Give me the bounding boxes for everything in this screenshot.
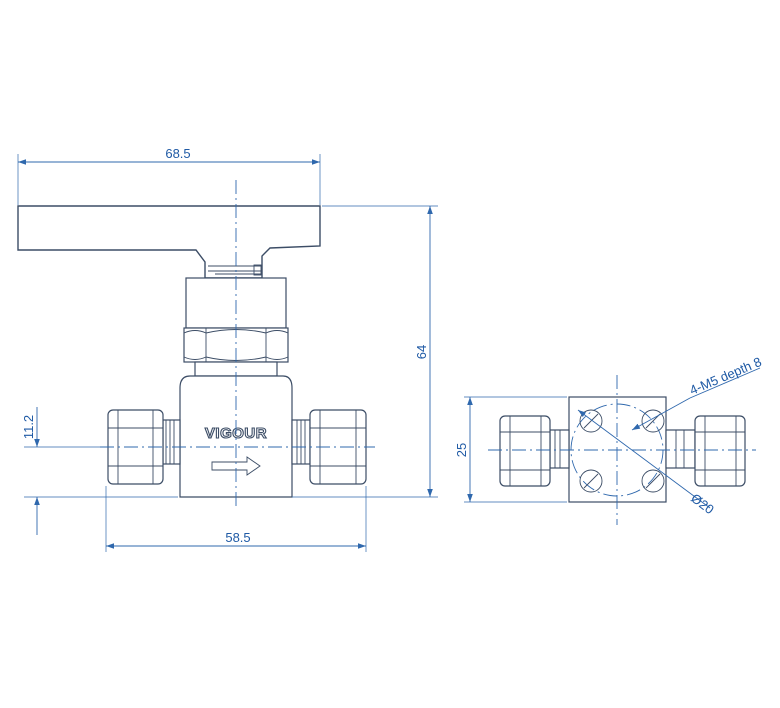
bottom-view: 25 4-M5 depth 8 Ø20 <box>454 354 764 525</box>
mount-hole-bottom-left <box>579 469 603 493</box>
dim-bolt-circle: Ø20 <box>688 490 717 517</box>
dim-mount-holes: 4-M5 depth 8 <box>687 354 763 398</box>
dim-port-offset: 11.2 <box>21 415 36 439</box>
bottom-right-fitting <box>665 415 746 487</box>
valve-handle <box>17 205 321 279</box>
dim-total-height: 64 <box>414 345 429 359</box>
mount-hole-top-left <box>579 409 603 433</box>
bottom-left-fitting <box>499 415 570 487</box>
flow-arrow-icon <box>211 456 261 476</box>
mount-hole-bottom-right <box>641 469 665 493</box>
dim-base-height: 25 <box>454 443 469 457</box>
dim-body-length: 58.5 <box>225 530 250 545</box>
stem-clip <box>208 264 262 276</box>
dim-handle-width: 68.5 <box>165 146 190 161</box>
front-view: VIGOUR 68.5 64 11.2 58.5 <box>17 146 438 552</box>
